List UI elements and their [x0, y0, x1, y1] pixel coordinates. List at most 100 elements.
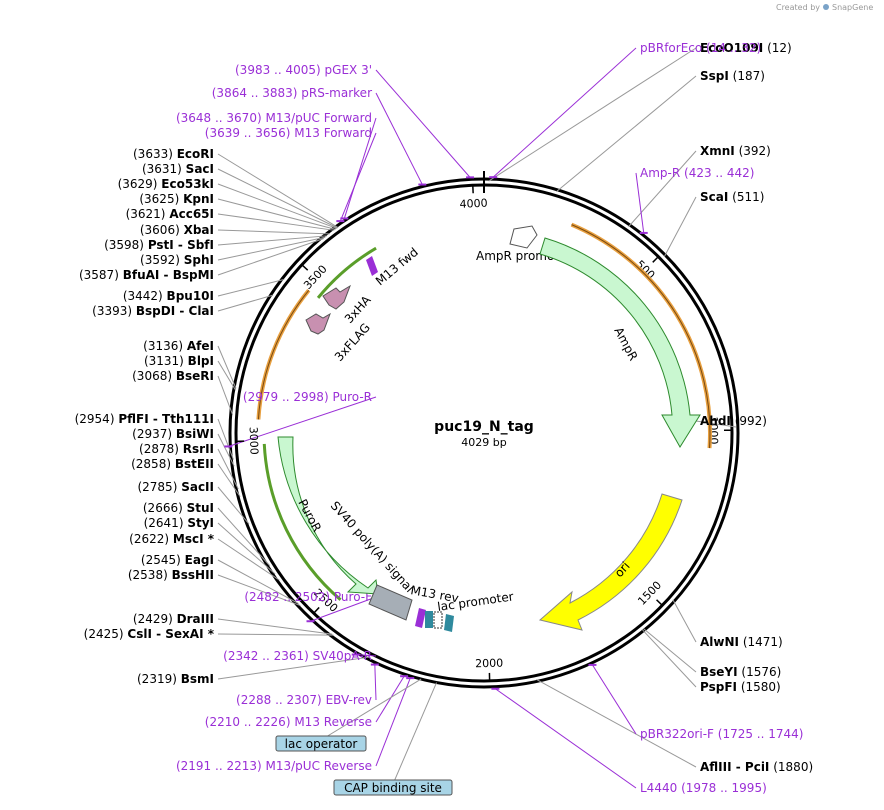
- enzyme-label-8[interactable]: AflIII - PciI (1880): [700, 760, 813, 774]
- primer-range-4: (2191 .. 2213): [176, 759, 262, 773]
- primer-label-0[interactable]: pBRforEco (14 .. 32): [640, 41, 761, 55]
- primer-label-8[interactable]: (2482 .. 2502) Puro-F: [244, 590, 372, 604]
- primer-label-9[interactable]: (2979 .. 2998) Puro-R: [243, 390, 372, 404]
- enzyme-label-5[interactable]: AlwNI (1471): [700, 635, 783, 649]
- enzyme-leader-20: [217, 433, 235, 467]
- enzyme-name-1: SspI: [700, 69, 729, 83]
- enzyme-leader-14: [217, 538, 280, 581]
- enzyme-pos-5: (1471): [743, 635, 783, 649]
- enzyme-label-11[interactable]: (2429) DraIII: [133, 612, 214, 626]
- enzyme-leader-10: [217, 633, 334, 636]
- enzyme-label-12[interactable]: (2538) BssHII: [128, 568, 214, 582]
- primer-name-5: M13 Reverse: [294, 715, 372, 729]
- enzyme-pos-9: (2319): [137, 672, 177, 686]
- primer-name-8: Puro-F: [334, 590, 372, 604]
- primer-label-4[interactable]: (2191 .. 2213) M13/pUC Reverse: [176, 759, 372, 773]
- enzyme-label-26[interactable]: (3442) Bpu10I: [123, 289, 214, 303]
- enzyme-label-27[interactable]: (3587) BfuAI - BspMI: [79, 268, 214, 282]
- enzyme-label-29[interactable]: (3598) PstI - SbfI: [104, 238, 214, 252]
- enzyme-leader-0: [488, 47, 697, 182]
- site-labels: EcoO109I (12) SspI (187) XmnI (392) ScaI (5…: [75, 41, 813, 796]
- tick-3500: [301, 264, 309, 271]
- enzyme-label-1[interactable]: SspI (187): [700, 69, 765, 83]
- enzyme-label-15[interactable]: (2641) StyI: [144, 516, 214, 530]
- enzyme-label-31[interactable]: (3621) Acc65I: [126, 207, 214, 221]
- enzyme-leader-31: [217, 213, 335, 231]
- boxed-label-0[interactable]: lac operator: [285, 737, 358, 751]
- enzyme-label-22[interactable]: (3068) BseRI: [132, 369, 214, 383]
- leader-lines: [217, 47, 737, 789]
- enzyme-label-0[interactable]: EcoO109I (12): [700, 41, 792, 55]
- boxed-label-1[interactable]: CAP binding site: [344, 781, 442, 795]
- enzyme-leader-34: [217, 168, 338, 229]
- enzyme-pos-1: (187): [733, 69, 765, 83]
- enzyme-name-28: SphI: [184, 253, 214, 267]
- enzyme-label-28[interactable]: (3592) SphI: [140, 253, 214, 267]
- enzyme-label-17[interactable]: (2785) SacII: [137, 480, 214, 494]
- enzyme-label-6[interactable]: BseYI (1576): [700, 665, 781, 679]
- enzyme-leader-11: [217, 618, 333, 635]
- enzyme-leader-2: [628, 150, 697, 227]
- enzyme-pos-34: (3631): [142, 162, 182, 176]
- primer-label-13[interactable]: (3983 .. 4005) pGEX 3': [235, 63, 372, 77]
- primer-label-6[interactable]: (2288 .. 2307) EBV-rev: [236, 693, 372, 707]
- primer-label-7[interactable]: (2342 .. 2361) SV40pA-R: [223, 649, 372, 663]
- enzyme-pos-23: (3131): [144, 354, 184, 368]
- enzyme-label-30[interactable]: (3606) XbaI: [140, 223, 214, 237]
- primer-label-11[interactable]: (3648 .. 3670) M13/pUC Forward: [176, 111, 372, 125]
- tick-1500: [656, 599, 663, 606]
- enzyme-label-18[interactable]: (2858) BstEII: [131, 457, 214, 471]
- primer-label-1[interactable]: Amp-R (423 .. 442): [640, 166, 754, 180]
- enzyme-label-19[interactable]: (2878) RsrII: [139, 442, 214, 456]
- enzyme-label-3[interactable]: ScaI (511): [700, 190, 764, 204]
- enzyme-label-4[interactable]: AhdI (992): [700, 414, 767, 428]
- boxed-leader-1: [392, 682, 438, 785]
- feature-3xflag-arrow: [305, 312, 331, 335]
- tag-inner-arc: [316, 246, 377, 299]
- enzyme-name-17: SacII: [181, 480, 214, 494]
- enzyme-pos-31: (3621): [126, 207, 166, 221]
- enzyme-name-6: BseYI: [700, 665, 738, 679]
- enzyme-name-14: MscI *: [173, 532, 215, 546]
- enzyme-leader-12: [217, 574, 301, 607]
- primer-range-0: (14 .. 32): [706, 41, 761, 55]
- enzyme-pos-7: (1580): [741, 680, 781, 694]
- feature-m13-fwd-box: [366, 256, 378, 276]
- enzyme-label-23[interactable]: (3131) BlpI: [144, 354, 214, 368]
- primer-label-10[interactable]: (3639 .. 3656) M13 Forward: [205, 126, 372, 140]
- enzyme-name-12: BssHII: [172, 568, 214, 582]
- primer-label-12[interactable]: (3864 .. 3883) pRS-marker: [212, 86, 372, 100]
- enzyme-name-24: AfeI: [187, 339, 214, 353]
- enzyme-pos-24: (3136): [143, 339, 183, 353]
- enzyme-name-10: CslI - SexAI *: [127, 627, 214, 641]
- feature-ampr-promoter-arrow: [509, 225, 538, 249]
- enzyme-name-23: BlpI: [188, 354, 214, 368]
- enzyme-label-14[interactable]: (2622) MscI *: [129, 532, 215, 546]
- enzyme-name-22: BseRI: [176, 369, 214, 383]
- feature-puror-arrow: [277, 436, 379, 595]
- enzyme-leader-4: [695, 420, 737, 428]
- enzyme-label-16[interactable]: (2666) StuI: [143, 501, 214, 515]
- enzyme-label-33[interactable]: (3629) Eco53kI: [118, 177, 214, 191]
- primer-label-3[interactable]: L4440 (1978 .. 1995): [640, 781, 767, 795]
- enzyme-label-10[interactable]: (2425) CslI - SexAI *: [84, 627, 215, 641]
- enzyme-label-2[interactable]: XmnI (392): [700, 144, 771, 158]
- enzyme-label-9[interactable]: (2319) BsmI: [137, 672, 214, 686]
- enzyme-label-35[interactable]: (3633) EcoRI: [133, 147, 214, 161]
- feature-label-3xflag: 3xFLAG: [332, 321, 373, 364]
- enzyme-pos-17: (2785): [137, 480, 177, 494]
- enzyme-pos-2: (392): [739, 144, 771, 158]
- primer-name-1: Amp-R: [640, 166, 680, 180]
- enzyme-leader-16: [217, 507, 271, 567]
- primer-label-2[interactable]: pBR322ori-F (1725 .. 1744): [640, 727, 803, 741]
- enzyme-label-21[interactable]: (2954) PflFI - Tth111I: [75, 412, 214, 426]
- enzyme-label-32[interactable]: (3625) KpnI: [139, 192, 214, 206]
- enzyme-label-24[interactable]: (3136) AfeI: [143, 339, 214, 353]
- enzyme-label-13[interactable]: (2545) EagI: [141, 553, 214, 567]
- enzyme-label-7[interactable]: PspFI (1580): [700, 680, 781, 694]
- primer-label-5[interactable]: (2210 .. 2226) M13 Reverse: [205, 715, 372, 729]
- enzyme-label-25[interactable]: (3393) BspDI - ClaI: [92, 304, 214, 318]
- enzyme-label-34[interactable]: (3631) SacI: [142, 162, 214, 176]
- enzyme-label-20[interactable]: (2937) BsiWI: [132, 427, 214, 441]
- enzyme-name-16: StuI: [187, 501, 214, 515]
